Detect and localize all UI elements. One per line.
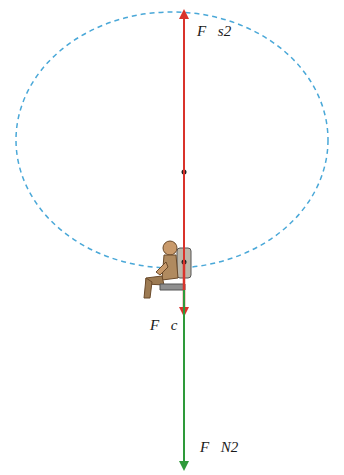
circular-path <box>16 12 328 268</box>
force-arrow <box>183 290 185 466</box>
force-label: F⃗s2 <box>197 24 231 39</box>
force-label: F⃗N2 <box>200 440 238 455</box>
force-label: F⃗c <box>150 318 178 333</box>
force-arrow <box>183 14 185 262</box>
